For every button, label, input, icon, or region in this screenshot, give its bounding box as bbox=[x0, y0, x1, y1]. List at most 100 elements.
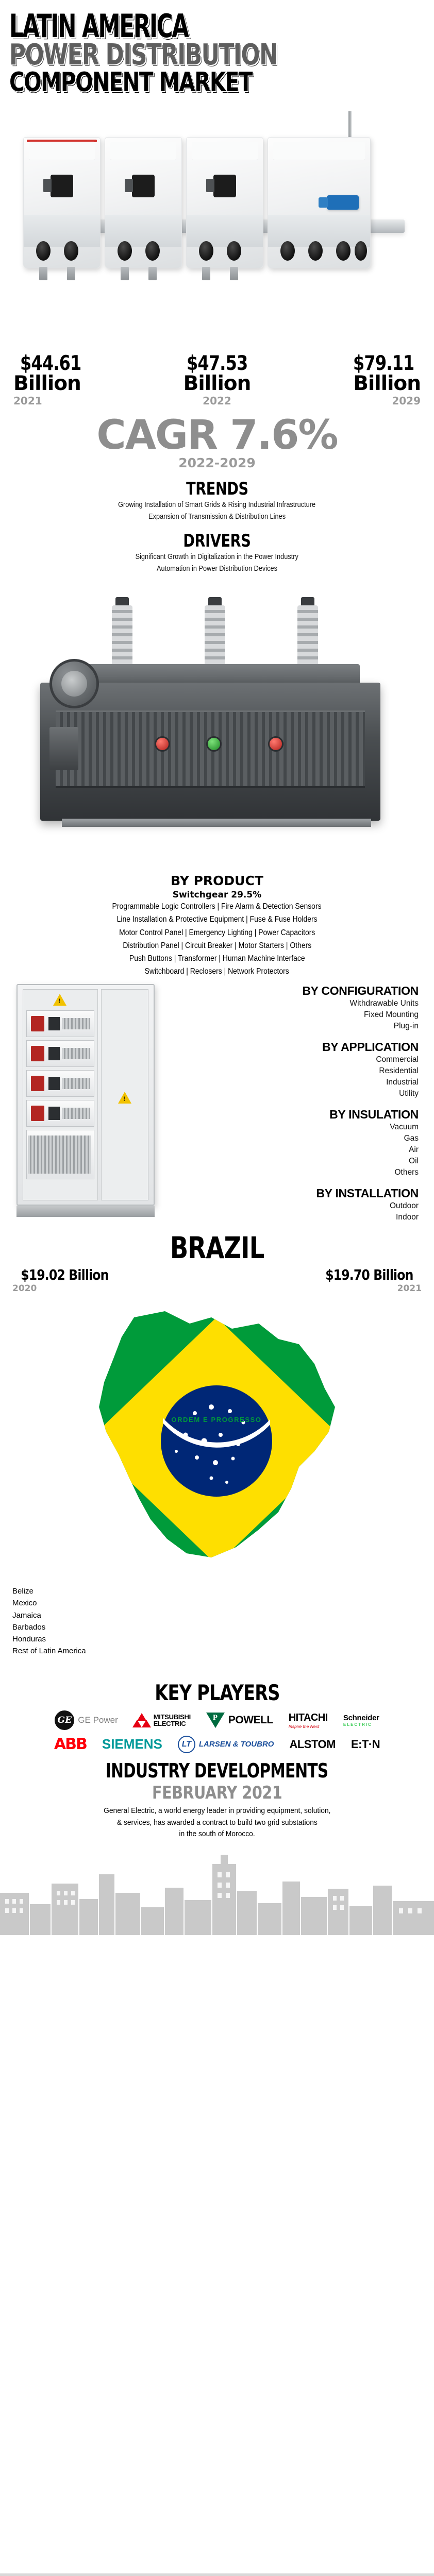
segment-item: Withdrawable Units bbox=[349, 999, 419, 1008]
city-skyline-graphic bbox=[0, 1843, 434, 1935]
by-product-line: Motor Control Panel | Emergency Lighting… bbox=[0, 926, 434, 939]
breaker-pin bbox=[121, 267, 129, 281]
switch-block bbox=[48, 1017, 60, 1030]
logo-larsen-toubro: LT LARSEN & TOUBRO bbox=[177, 1735, 274, 1753]
logo-label: LARSEN & TOUBRO bbox=[198, 1740, 274, 1749]
breaker-red-strip bbox=[27, 140, 97, 143]
country-item: Honduras bbox=[12, 1635, 46, 1643]
segment-item: Outdoor bbox=[389, 1201, 419, 1210]
breaker-body bbox=[105, 215, 181, 247]
brazil-heading-text: BRAZIL bbox=[170, 1230, 264, 1265]
logo-label: GE Power bbox=[78, 1715, 118, 1725]
drivers-item: Automation in Power Distribution Devices bbox=[0, 563, 434, 574]
segment-item: Gas bbox=[404, 1134, 419, 1143]
page-title-line-1: LATIN AMERICA bbox=[9, 10, 425, 42]
bushing-stack bbox=[205, 605, 225, 673]
breaker-pin bbox=[202, 267, 210, 281]
logo-alstom: ALSTOM bbox=[289, 1738, 336, 1751]
title-block: LATIN AMERICA POWER DISTRIBUTION COMPONE… bbox=[0, 0, 434, 95]
by-product-line: Distribution Panel | Circuit Breaker | M… bbox=[0, 939, 434, 952]
bushing-insulator-icon bbox=[108, 597, 136, 684]
logo-hitachi: HITACHI Inspire the Next bbox=[289, 1712, 328, 1729]
breaker-module bbox=[23, 137, 101, 281]
switchgear-cabinet-image bbox=[12, 984, 167, 1225]
segment-item: Utility bbox=[399, 1089, 419, 1098]
switch-block bbox=[48, 1077, 60, 1090]
brazil-stat-year: 2021 bbox=[397, 1283, 422, 1294]
by-product-line: Line Installation & Protective Equipment… bbox=[0, 913, 434, 926]
brazil-stat-value: $19.70 Billion bbox=[225, 1266, 422, 1283]
breaker-body bbox=[187, 215, 263, 247]
breaker-label-strip bbox=[192, 142, 258, 161]
drivers-heading-text: DRIVERS bbox=[183, 531, 251, 552]
transformer-base-frame bbox=[62, 819, 371, 827]
page-title-line-2: POWER DISTRIBUTION bbox=[9, 41, 425, 69]
switch-handle bbox=[31, 1016, 44, 1031]
market-stat-year: 2029 bbox=[392, 395, 421, 408]
segment-item: Indoor bbox=[396, 1213, 419, 1222]
segment-item: Residential bbox=[379, 1066, 419, 1075]
circuit-breaker-image bbox=[0, 101, 434, 348]
breaker-blue-lever bbox=[319, 195, 359, 210]
switch-handle bbox=[31, 1106, 44, 1121]
terminal-strip bbox=[62, 1078, 90, 1089]
footer-bar: Copyrights @ Fortune Business Insights |… bbox=[0, 2573, 434, 2576]
segment-heading-installation: BY INSTALLATION bbox=[316, 1187, 419, 1200]
transformer-control-box bbox=[49, 727, 78, 771]
country-item: Jamaica bbox=[12, 1611, 41, 1620]
key-players-heading-text: KEY PLAYERS bbox=[154, 1680, 280, 1705]
flag-stars bbox=[175, 1404, 255, 1484]
flag-motto: ORDEM E PROGRESSO bbox=[171, 1416, 261, 1423]
by-product-line: Programmable Logic Controllers | Fire Al… bbox=[0, 900, 434, 913]
industry-developments-body: General Electric, a world energy leader … bbox=[0, 1803, 434, 1840]
market-stat-unit: Billion bbox=[286, 374, 421, 394]
logo-tagline: Inspire the Next bbox=[288, 1723, 320, 1729]
switch-block bbox=[48, 1047, 60, 1060]
stat-value-text: $44.61 bbox=[20, 352, 81, 376]
brazil-stat-value-text: $19.70 Billion bbox=[325, 1266, 414, 1283]
brazil-stats-row: $19.02 Billion 2020 $19.70 Billion 2021 bbox=[0, 1266, 434, 1294]
by-product-heading: BY PRODUCT bbox=[171, 873, 263, 889]
switch-block bbox=[48, 1107, 60, 1120]
industry-developments-heading: INDUSTRY DEVELOPMENTS bbox=[0, 1759, 434, 1782]
segment-item: Fixed Mounting bbox=[364, 1010, 419, 1019]
breaker-label-strip bbox=[29, 142, 95, 161]
by-product-line-text: Push Buttons | Transformer | Human Machi… bbox=[129, 954, 305, 963]
segment-item: Industrial bbox=[386, 1078, 419, 1087]
skyline-svg bbox=[0, 1854, 434, 1935]
switch-handle bbox=[31, 1046, 44, 1061]
bushing-insulator-icon bbox=[294, 597, 322, 684]
switchgear-module bbox=[26, 1100, 94, 1127]
segment-item: Commercial bbox=[376, 1055, 419, 1064]
trends-item-text: Growing Installation of Smart Grids & Ri… bbox=[118, 501, 316, 510]
by-product-line-text: Programmable Logic Controllers | Fire Al… bbox=[112, 902, 322, 911]
drivers-heading: DRIVERS bbox=[0, 531, 434, 551]
country-item: Belize bbox=[12, 1587, 34, 1596]
trends-item: Expansion of Transmission & Distribution… bbox=[0, 511, 434, 522]
brazil-heading: BRAZIL bbox=[0, 1230, 434, 1265]
segment-item: Vacuum bbox=[390, 1123, 419, 1131]
warning-triangle-icon bbox=[53, 994, 66, 1006]
by-product-line-text: Motor Control Panel | Emergency Lighting… bbox=[119, 928, 315, 937]
indicator-light-red bbox=[155, 736, 170, 752]
breaker-pin bbox=[39, 267, 47, 281]
bushing-insulator-icon bbox=[201, 597, 229, 684]
brazil-stat: $19.70 Billion 2021 bbox=[225, 1266, 422, 1294]
cagr-value: CAGR 7.6% bbox=[96, 412, 338, 459]
trends-section: TRENDS Growing Installation of Smart Gri… bbox=[0, 479, 434, 522]
logo-label: POWELL bbox=[228, 1714, 273, 1726]
industry-developments-heading-text: INDUSTRY DEVELOPMENTS bbox=[106, 1759, 328, 1782]
breaker-terminal-hole bbox=[336, 241, 350, 261]
country-item: Barbados bbox=[12, 1622, 46, 1632]
drivers-item-text: Significant Growth in Digitalization in … bbox=[135, 553, 299, 562]
brazil-stat-value-text: $19.02 Billion bbox=[21, 1266, 109, 1283]
brazil-stat: $19.02 Billion 2020 bbox=[12, 1266, 209, 1294]
by-product-section: BY PRODUCT Switchgear 29.5% Programmable… bbox=[0, 873, 434, 978]
breaker-module bbox=[186, 137, 263, 281]
segment-heading-configuration: BY CONFIGURATION bbox=[302, 984, 419, 997]
trends-heading: TRENDS bbox=[0, 479, 434, 499]
industry-body-line: & services, has awarded a contract to bu… bbox=[18, 1817, 416, 1829]
